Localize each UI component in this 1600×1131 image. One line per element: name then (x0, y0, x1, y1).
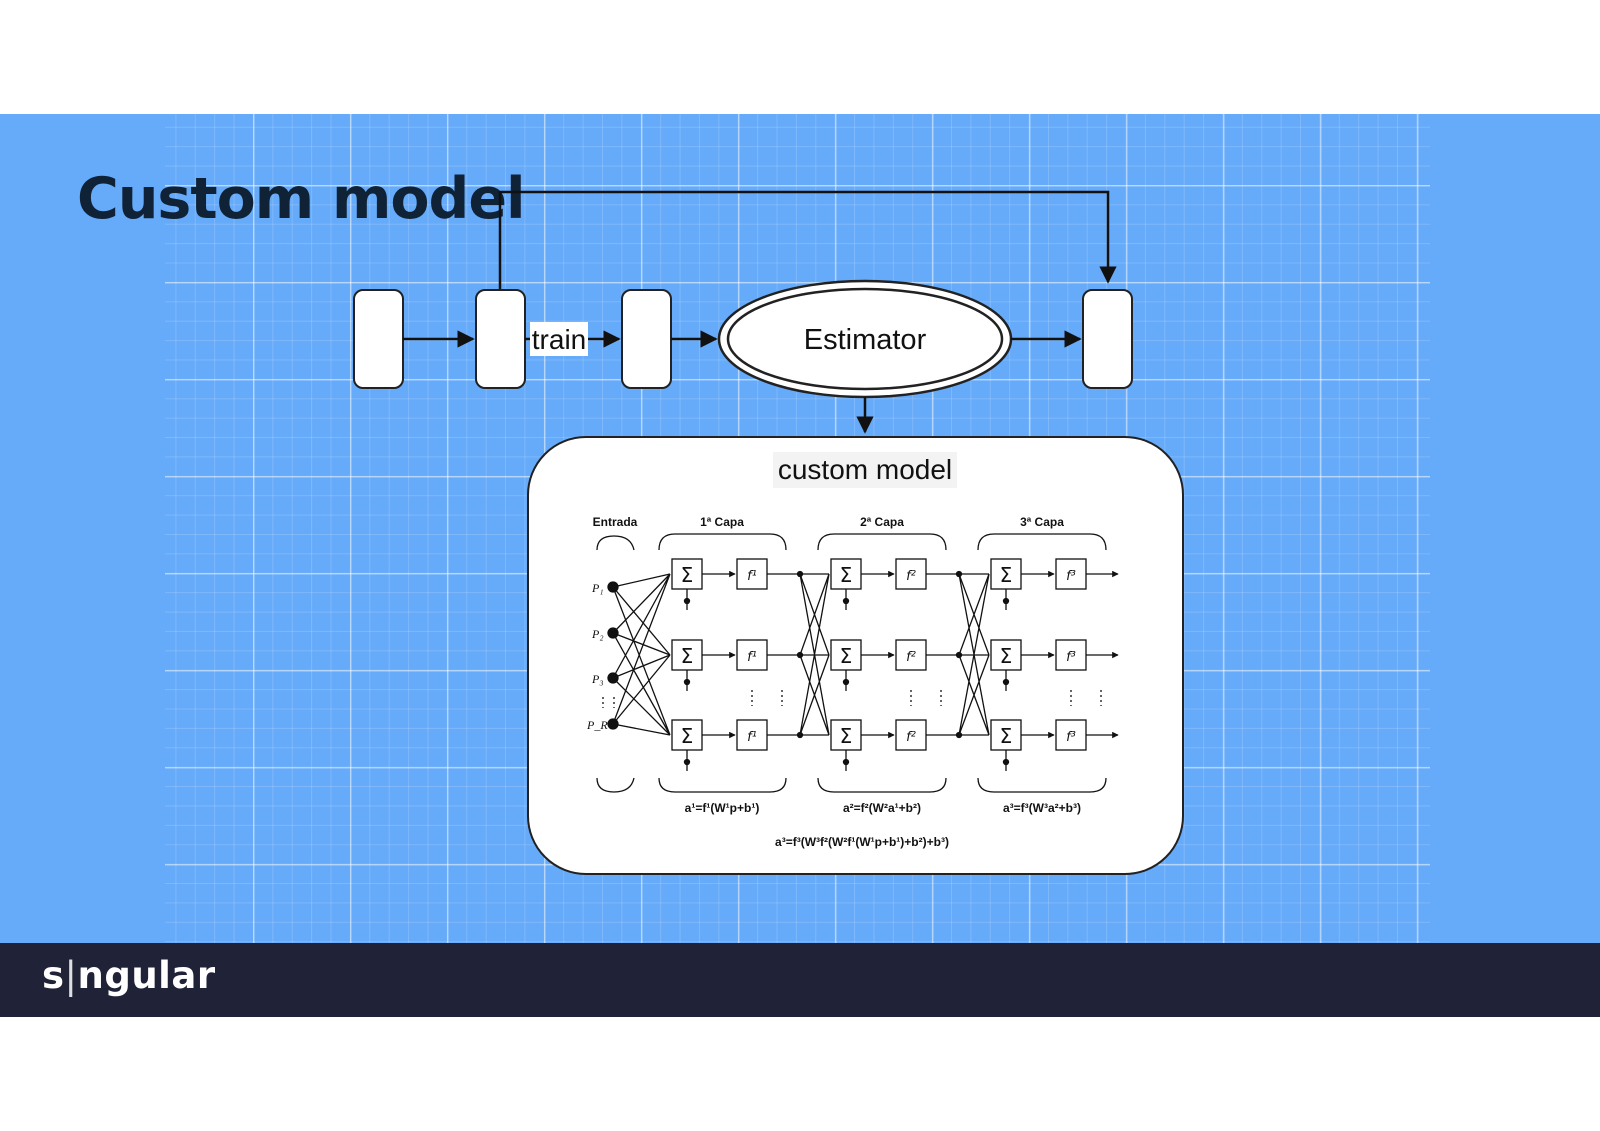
svg-text:Σ: Σ (840, 644, 853, 668)
svg-text:f²: f² (906, 650, 916, 665)
equation-layer-1: a¹=f¹(W¹p+b¹) (685, 801, 760, 815)
loop-connector (498, 190, 1117, 290)
estimator-label: Estimator (804, 324, 927, 356)
fan-input-to-layer1 (612, 573, 671, 736)
brace-bottom-layer-1 (658, 777, 787, 793)
svg-text:Σ: Σ (681, 563, 694, 587)
equation-layer-2: a²=f²(W²a¹+b²) (843, 801, 921, 815)
svg-text:f²: f² (906, 569, 916, 584)
svg-text:Σ: Σ (681, 644, 694, 668)
flow-node-1[interactable] (353, 289, 404, 389)
layer1-units (671, 558, 768, 771)
estimator-node[interactable]: Estimator (717, 279, 1013, 399)
svg-text:Σ: Σ (840, 563, 853, 587)
custom-model-panel[interactable] (527, 436, 1184, 875)
svg-text:Σ: Σ (1000, 644, 1013, 668)
svg-text:f³: f³ (1066, 650, 1076, 665)
panel-title: custom model (778, 454, 952, 485)
logo-bar: | (64, 954, 78, 997)
brace-top-layer-3 (977, 533, 1107, 551)
brace-top-layer-2 (817, 533, 947, 551)
svg-text:f¹: f¹ (747, 650, 757, 665)
svg-text:f¹: f¹ (747, 569, 757, 584)
equation-layer-3: a³=f³(W³a²+b³) (1003, 801, 1081, 815)
neural-network-figure: Entrada 1ª Capa 2ª Capa 3ª Capa P₁ P₂ P₃… (586, 515, 1119, 849)
svg-text:Σ: Σ (840, 724, 853, 748)
svg-text:f³: f³ (1066, 730, 1076, 745)
label-layer-2: 2ª Capa (860, 515, 904, 529)
input-label-3: P₃ (591, 672, 604, 686)
label-layer-3: 3ª Capa (1020, 515, 1064, 529)
input-label-1: P₁ (591, 581, 604, 595)
svg-text:Σ: Σ (681, 724, 694, 748)
label-input: Entrada (593, 515, 638, 529)
train-edge-label: train (532, 324, 586, 355)
brace-bottom-layer-2 (817, 777, 947, 793)
flow-diagram: Estimator train custom model Entrada 1ª … (353, 190, 1184, 875)
svg-text:f²: f² (906, 730, 916, 745)
input-label-2: P₂ (591, 627, 604, 641)
flow-node-5[interactable] (1082, 289, 1133, 389)
layer2-symbols: Σ Σ Σ f² f² f² (840, 563, 916, 748)
svg-text:f¹: f¹ (747, 730, 757, 745)
label-layer-1: 1ª Capa (700, 515, 744, 529)
layer2-units (830, 558, 927, 771)
svg-text:f³: f³ (1066, 569, 1076, 584)
layer1-symbols: Σ Σ Σ f¹ f¹ f¹ (681, 563, 757, 748)
flow-node-3[interactable] (621, 289, 672, 389)
svg-text:Σ: Σ (1000, 724, 1013, 748)
svg-text:Σ: Σ (1000, 563, 1013, 587)
brace-top-layer-1 (658, 533, 787, 551)
logo-text-right: ngular (77, 954, 216, 997)
slide-title: Custom model (77, 166, 526, 232)
singular-logo[interactable]: s|ngular (42, 954, 216, 997)
layer3-units (990, 558, 1119, 771)
equation-full: a³=f³(W³f²(W²f¹(W¹p+b¹)+b²)+b³) (775, 835, 949, 849)
flow-node-2[interactable] (475, 289, 526, 389)
train-label-bg (530, 322, 588, 356)
brace-top-input (596, 535, 635, 551)
panel-title-bg (773, 452, 957, 488)
footer-bar: s|ngular (0, 943, 1600, 1017)
layer3-symbols: Σ Σ Σ f³ f³ f³ (1000, 563, 1076, 748)
brace-bottom-input (596, 777, 635, 793)
input-ellipsis (602, 697, 615, 708)
brace-bottom-layer-3 (977, 777, 1107, 793)
input-label-4: P_R (586, 718, 608, 732)
logo-text-left: s (42, 954, 65, 997)
